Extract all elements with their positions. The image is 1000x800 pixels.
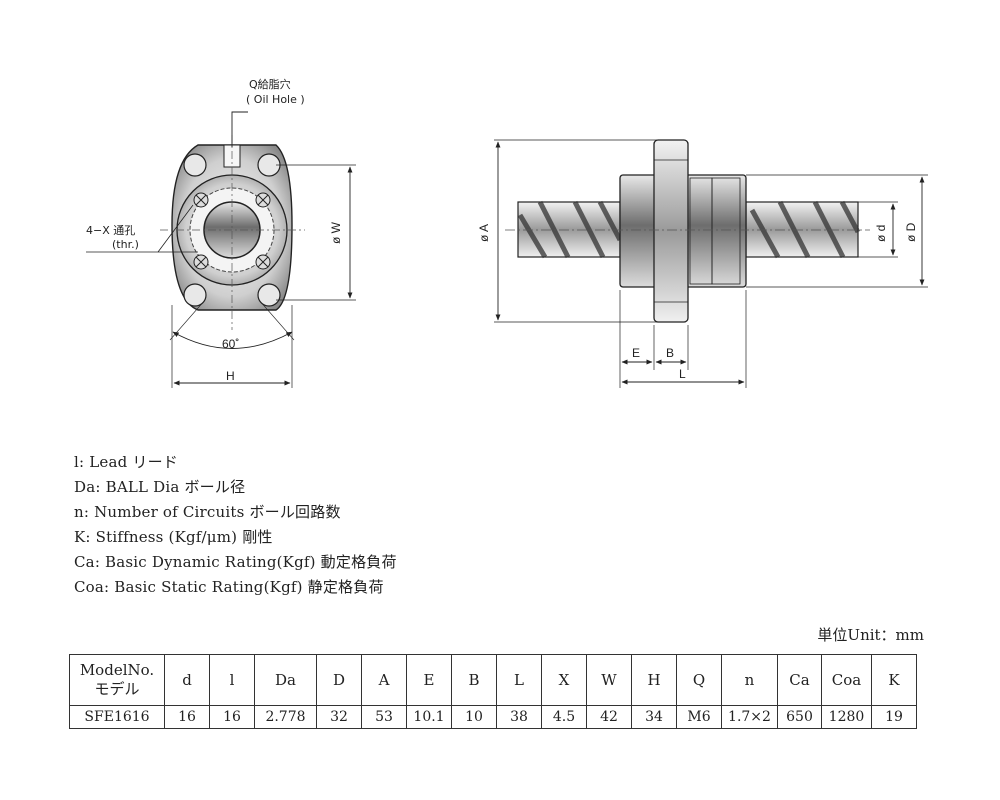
header-cell-model: ModelNo. モデル	[69, 654, 165, 706]
table-row: SFE1616 16 16 2.778 32 53 10.1 10 38 4.5…	[69, 705, 917, 729]
table-cell: 42	[586, 705, 632, 729]
dim-a-label: ø A	[477, 224, 491, 242]
table-cell: 38	[496, 705, 542, 729]
table-cell: 1.7×2	[721, 705, 778, 729]
dim-angle-label: 60˚	[222, 337, 239, 351]
header-cell: B	[451, 654, 497, 706]
table-header-row: ModelNo. モデル d l Da D A E B L X W H Q n …	[69, 654, 917, 706]
table-cell: 2.778	[254, 705, 317, 729]
header-cell: Ca	[777, 654, 822, 706]
thru-hole-label-jp: 4−X 通孔	[86, 224, 135, 237]
screw-icon	[255, 254, 271, 270]
table-cell: 53	[361, 705, 407, 729]
header-cell: A	[361, 654, 407, 706]
table-cell: 16	[164, 705, 210, 729]
dim-l-label: L	[679, 367, 686, 381]
header-cell: l	[209, 654, 255, 706]
dim-d-large-label: ø D	[904, 222, 918, 242]
dim-d-small-label: ø d	[874, 225, 888, 242]
mounting-hole	[183, 283, 207, 307]
dim-w-label: ø W	[329, 221, 343, 244]
thru-hole-label-en: (thr.)	[112, 238, 139, 251]
header-cell: Coa	[821, 654, 872, 706]
legend-item: Coa: Basic Static Rating(Kgf) 静定格負荷	[74, 578, 384, 596]
mounting-hole	[257, 283, 281, 307]
header-cell: X	[541, 654, 587, 706]
technical-drawing: Q給脂穴 ( Oil Hole ) 4−X 通孔 (thr.) ø W 60˚ …	[86, 77, 928, 388]
parameter-legend: l: Lead リード Da: BALL Dia ボール径 n: Number …	[74, 450, 397, 600]
oil-hole-label-jp: Q給脂穴	[249, 77, 291, 91]
header-cell: L	[496, 654, 542, 706]
header-cell: K	[871, 654, 917, 706]
table-cell: 16	[209, 705, 255, 729]
table-cell: 19	[871, 705, 917, 729]
table-cell: 650	[777, 705, 822, 729]
dim-b-label: B	[666, 346, 674, 360]
nut-flange	[653, 139, 689, 323]
screw-icon	[193, 254, 209, 270]
dim-h-label: H	[226, 369, 235, 383]
header-cell: D	[316, 654, 362, 706]
header-model-jp: モデル	[94, 680, 140, 698]
legend-item: Da: BALL Dia ボール径	[74, 478, 246, 496]
spec-table: ModelNo. モデル d l Da D A E B L X W H Q n …	[69, 654, 917, 729]
legend-item: n: Number of Circuits ボール回路数	[74, 503, 341, 521]
header-cell: n	[721, 654, 778, 706]
table-cell: 4.5	[541, 705, 587, 729]
dim-e-label: E	[632, 346, 640, 360]
table-cell: SFE1616	[69, 705, 165, 729]
mounting-hole	[183, 153, 207, 177]
table-cell: 32	[316, 705, 362, 729]
table-cell: 10.1	[406, 705, 452, 729]
header-cell: E	[406, 654, 452, 706]
front-view: Q給脂穴 ( Oil Hole ) 4−X 通孔 (thr.) ø W 60˚ …	[86, 77, 356, 388]
screw-icon	[193, 192, 209, 208]
header-model-en: ModelNo.	[79, 661, 155, 679]
oil-hole-label-en: ( Oil Hole )	[246, 93, 305, 106]
table-cell: 1280	[821, 705, 872, 729]
header-cell: d	[164, 654, 210, 706]
table-cell: M6	[676, 705, 722, 729]
screw-icon	[255, 192, 271, 208]
legend-item: Ca: Basic Dynamic Rating(Kgf) 動定格負荷	[74, 553, 397, 571]
header-cell: Q	[676, 654, 722, 706]
table-cell: 10	[451, 705, 497, 729]
screw-thread	[517, 200, 861, 259]
table-cell: 34	[631, 705, 677, 729]
side-view: ø A ø d ø D E B L	[477, 139, 928, 388]
legend-item: K: Stiffness (Kgf/μm) 剛性	[74, 528, 273, 546]
header-cell: H	[631, 654, 677, 706]
unit-label: 単位Unit：mm	[817, 626, 924, 644]
header-cell: Da	[254, 654, 317, 706]
legend-item: l: Lead リード	[74, 453, 178, 471]
header-cell: W	[586, 654, 632, 706]
